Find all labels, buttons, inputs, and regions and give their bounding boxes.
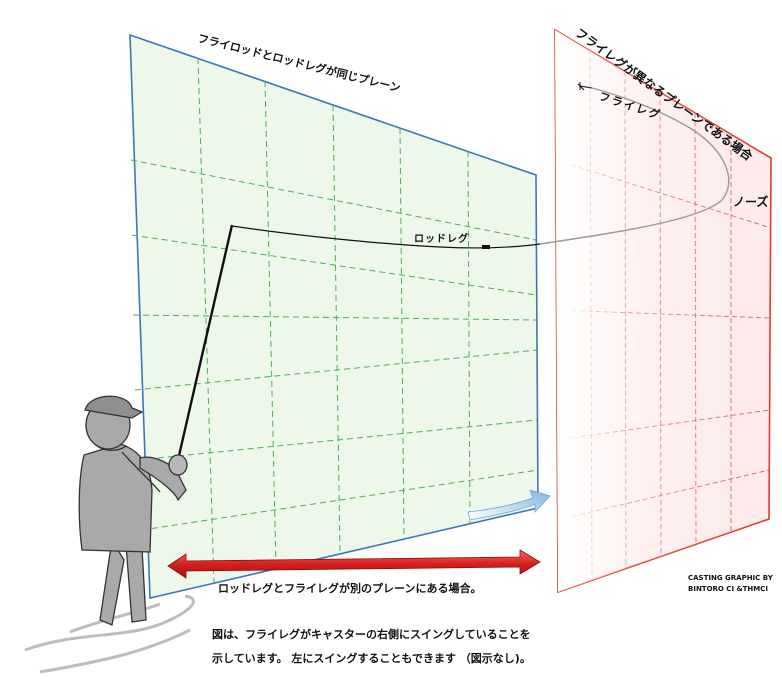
caster-figure — [78, 395, 188, 626]
note-line-1: 図は、フライレグがキャスターの右側にスイングしていることを — [212, 628, 531, 641]
blue-direction-arrow — [467, 489, 551, 521]
nose-loop-line — [539, 87, 730, 245]
nose-label: ノーズ — [733, 195, 769, 209]
credit-text: CASTING GRAPHIC BY BINTORO CI &THMCI — [688, 573, 773, 595]
rod-leg-label: ロッドレグ — [414, 234, 469, 245]
note-line-2: 示しています。 左にスイングすることもできます （図示なし)。 — [212, 652, 531, 665]
fly-rod — [176, 224, 234, 461]
fly-leg-line — [579, 85, 593, 89]
rod-leg-line — [231, 225, 541, 249]
separate-planes-caption: ロッドレグとフライレグが別のプレーンにある場合。 — [218, 582, 482, 595]
green-plane-grid — [130, 57, 539, 584]
red-double-arrow — [167, 549, 541, 579]
line-connector — [482, 245, 490, 249]
green-plane — [129, 33, 539, 599]
ground-ripples — [24, 594, 195, 674]
fly-icon — [577, 82, 585, 91]
red-plane — [554, 28, 772, 594]
credit-line-1: CASTING GRAPHIC BY — [688, 574, 773, 582]
credit-line-2: BINTORO CI &THMCI — [688, 585, 768, 593]
